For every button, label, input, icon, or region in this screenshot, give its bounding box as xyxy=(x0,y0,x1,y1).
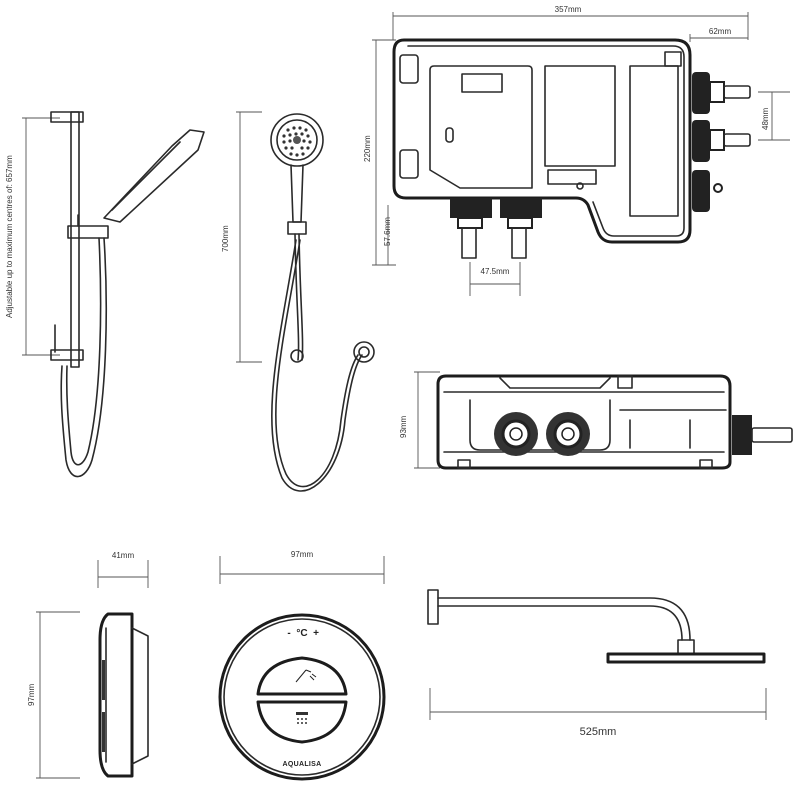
outlet-spacing-label: 48mm xyxy=(761,107,770,130)
control-side-profile: 41mm 97mm xyxy=(27,551,149,779)
outlet-offset-label: 62mm xyxy=(709,27,732,36)
handset-button[interactable] xyxy=(256,656,348,696)
outlet-fittings xyxy=(692,72,751,212)
control-front: 97mm - °C + AQUALISA xyxy=(218,550,386,781)
riser-rail-dimension: Adjustable up to maximum centres of: 657… xyxy=(5,155,14,318)
temp-plus-label: + xyxy=(313,628,319,639)
temp-unit-label: °C xyxy=(296,628,307,639)
overhead-shower-icon xyxy=(296,712,308,724)
shower-arm-length-label: 525mm xyxy=(580,726,617,738)
handset-shower-icon xyxy=(270,113,324,167)
unit-side-view: 93mm xyxy=(399,371,793,470)
inlet-height-label: 57.6mm xyxy=(383,217,392,246)
temp-minus-label: - xyxy=(287,628,290,639)
overhead-button[interactable] xyxy=(256,700,348,744)
brand-logo: AQUALISA xyxy=(283,761,322,768)
control-width-label: 97mm xyxy=(291,550,314,559)
unit-depth-label: 93mm xyxy=(399,415,408,438)
unit-front-view: 357mm 62mm 220mm 57.6mm xyxy=(363,5,790,296)
riser-rail-kit: Adjustable up to maximum centres of: 657… xyxy=(5,111,205,478)
unit-height-label: 220mm xyxy=(363,135,372,162)
overhead-shower-arm: 525mm xyxy=(427,589,767,738)
control-height-side-label: 97mm xyxy=(27,683,36,706)
inlet-fittings xyxy=(450,198,542,259)
unit-width-label: 357mm xyxy=(555,5,582,14)
control-depth-label: 41mm xyxy=(112,551,135,560)
inlet-spacing-label: 47.5mm xyxy=(481,267,510,276)
handset-shower-icon xyxy=(295,669,317,683)
hose-length-dimension: 700mm xyxy=(221,225,230,252)
handset-and-hose: 700mm xyxy=(221,111,375,492)
